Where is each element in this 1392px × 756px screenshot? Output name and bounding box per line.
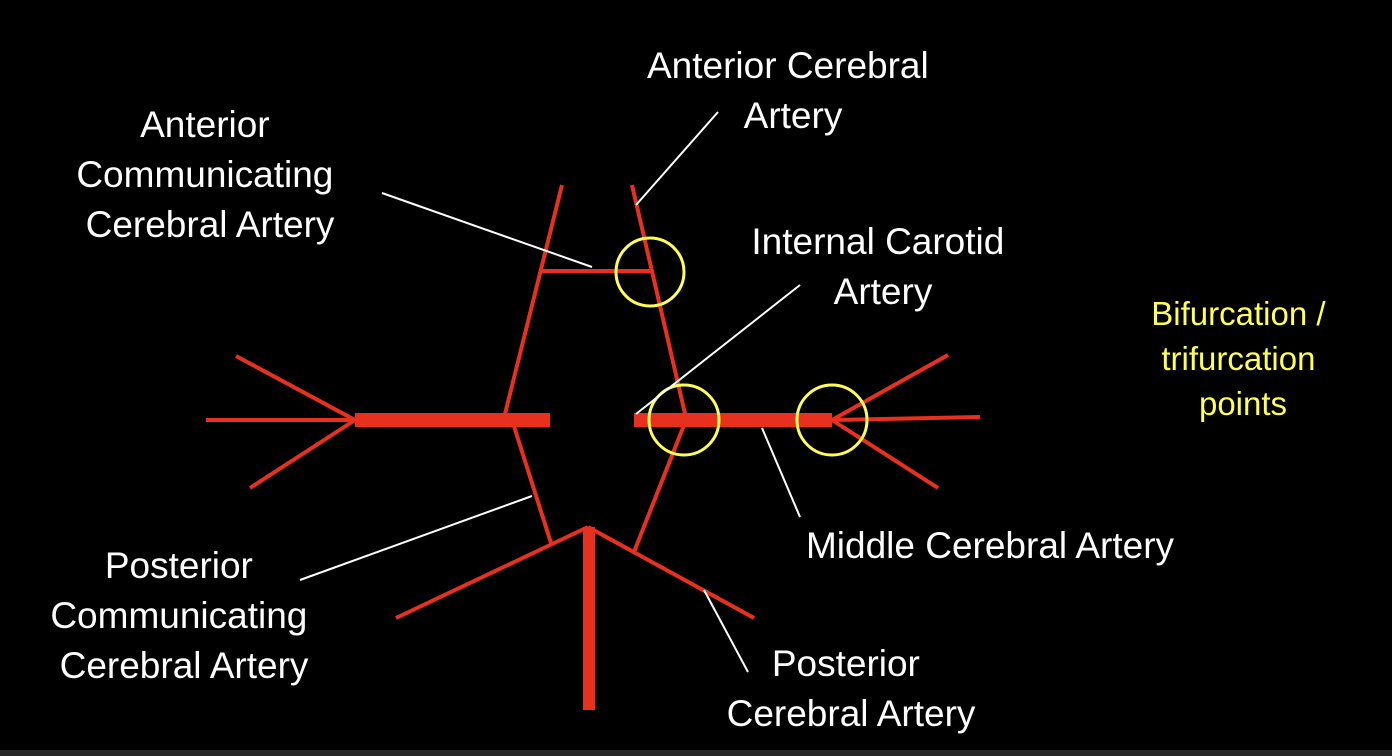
left-posterior-cerebral-artery [395, 525, 589, 620]
bottom-bar [0, 750, 1392, 756]
leader-line-mca [761, 427, 801, 518]
leader-line-acom [381, 192, 593, 268]
bifurcation-circle-ica [647, 383, 721, 457]
right-mca-branch-middle [831, 415, 981, 422]
left-anterior-cerebral-artery [502, 184, 564, 419]
leader-line-pca [703, 589, 749, 673]
right-anterior-cerebral-artery [630, 184, 688, 419]
mca-label: Middle Cerebral Artery [806, 525, 1175, 566]
acom-label: Anterior Communicating Cerebral Artery [76, 104, 343, 245]
left-mca-branch-upper [235, 354, 356, 422]
bifurcation-legend: Bifurcation / trifurcation points [1151, 295, 1334, 422]
ica-label: Internal Carotid Artery [751, 221, 1014, 312]
bifurcation-circle-aca [614, 236, 686, 308]
right-mca-branch-lower [830, 418, 940, 490]
trifurcation-circle-mca [795, 383, 869, 457]
right-mca-branch-upper [831, 353, 949, 422]
right-posterior-communicating-artery [632, 419, 688, 553]
aca-label: Anterior Cerebral Artery [647, 45, 939, 136]
pca-label: Posterior Cerebral Artery [727, 643, 976, 734]
leader-line-pcom [299, 495, 533, 581]
left-posterior-communicating-artery [510, 419, 553, 544]
pcom-label: Posterior Communicating Cerebral Artery [50, 545, 317, 686]
leader-lines [299, 111, 801, 673]
left-mca-branch-lower [248, 418, 357, 490]
leader-line-ica [635, 284, 801, 415]
artery-network [206, 184, 981, 710]
leader-line-aca [635, 111, 719, 206]
bifurcation-markers [614, 236, 869, 457]
right-posterior-cerebral-artery [587, 525, 755, 620]
